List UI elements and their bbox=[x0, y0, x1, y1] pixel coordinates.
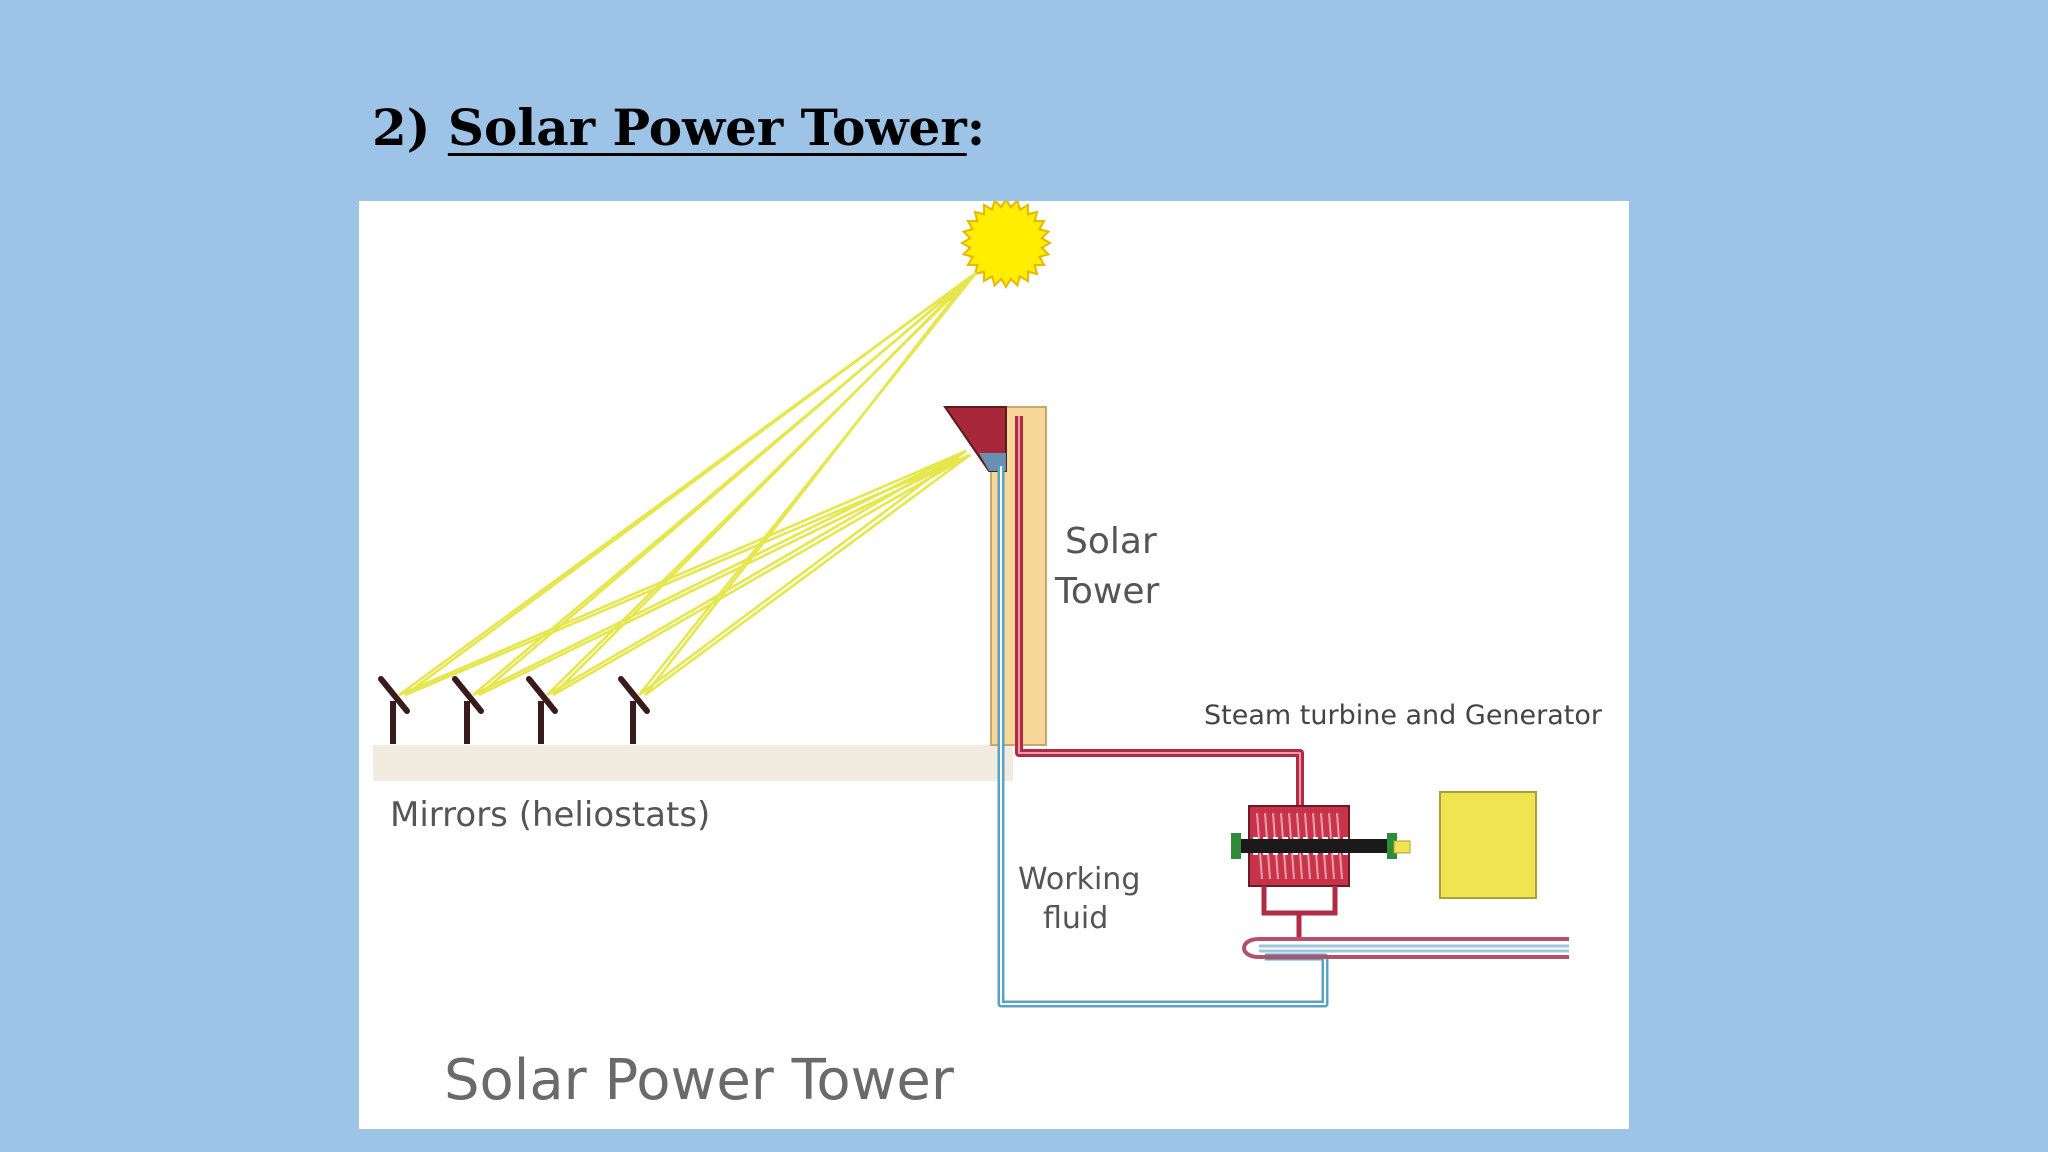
condenser-bend bbox=[1242, 937, 1260, 959]
slide-title: 2) Solar Power Tower: bbox=[372, 98, 985, 157]
heliostat-icon bbox=[618, 676, 650, 744]
condenser-coil-inner bbox=[1259, 944, 1569, 953]
reflected-ray bbox=[472, 449, 967, 697]
reflected-ray bbox=[552, 453, 971, 697]
tower-label-line1: Solar bbox=[1065, 521, 1157, 562]
hot-pipe-core bbox=[1018, 416, 1301, 806]
heliostat-icon bbox=[378, 676, 410, 744]
tower-label-line2: Tower bbox=[1054, 571, 1159, 612]
solar-tower-diagram: Solar Tower Steam turbine and Generator … bbox=[359, 201, 1629, 1129]
diagram-canvas: Solar Tower Steam turbine and Generator … bbox=[373, 201, 1603, 1113]
title-text: Solar Power Tower bbox=[447, 98, 967, 157]
heliostat-row bbox=[378, 676, 650, 744]
mirrors-label: Mirrors (heliostats) bbox=[390, 795, 710, 835]
reflected-ray bbox=[546, 449, 967, 697]
title-number: 2) bbox=[372, 98, 448, 157]
reflected-ray bbox=[644, 453, 971, 697]
fluid-label-line1: Working bbox=[1018, 862, 1140, 897]
heliostat-icon bbox=[452, 676, 484, 744]
light-rays bbox=[398, 271, 978, 697]
diagram-caption: Solar Power Tower bbox=[444, 1048, 955, 1113]
sun-ray bbox=[478, 276, 971, 696]
fluid-label-line2: fluid bbox=[1043, 901, 1108, 936]
generator-shaft bbox=[1393, 840, 1411, 854]
heliostat-icon bbox=[526, 676, 558, 744]
sun-ray bbox=[552, 276, 971, 696]
generator-icon bbox=[1439, 791, 1537, 899]
turbine-label: Steam turbine and Generator bbox=[1204, 700, 1603, 731]
sun-icon bbox=[959, 201, 1053, 290]
condenser-coil bbox=[1259, 937, 1569, 959]
reflected-ray bbox=[638, 449, 967, 697]
turbine-icon bbox=[1231, 805, 1397, 887]
reflected-ray bbox=[398, 449, 967, 697]
sun-spikes bbox=[959, 201, 1053, 290]
title-colon: : bbox=[966, 98, 986, 157]
sun-ray bbox=[404, 275, 971, 697]
ground-strip bbox=[373, 745, 1013, 781]
condenser-loop bbox=[1261, 886, 1338, 916]
sun-ray bbox=[643, 276, 972, 696]
